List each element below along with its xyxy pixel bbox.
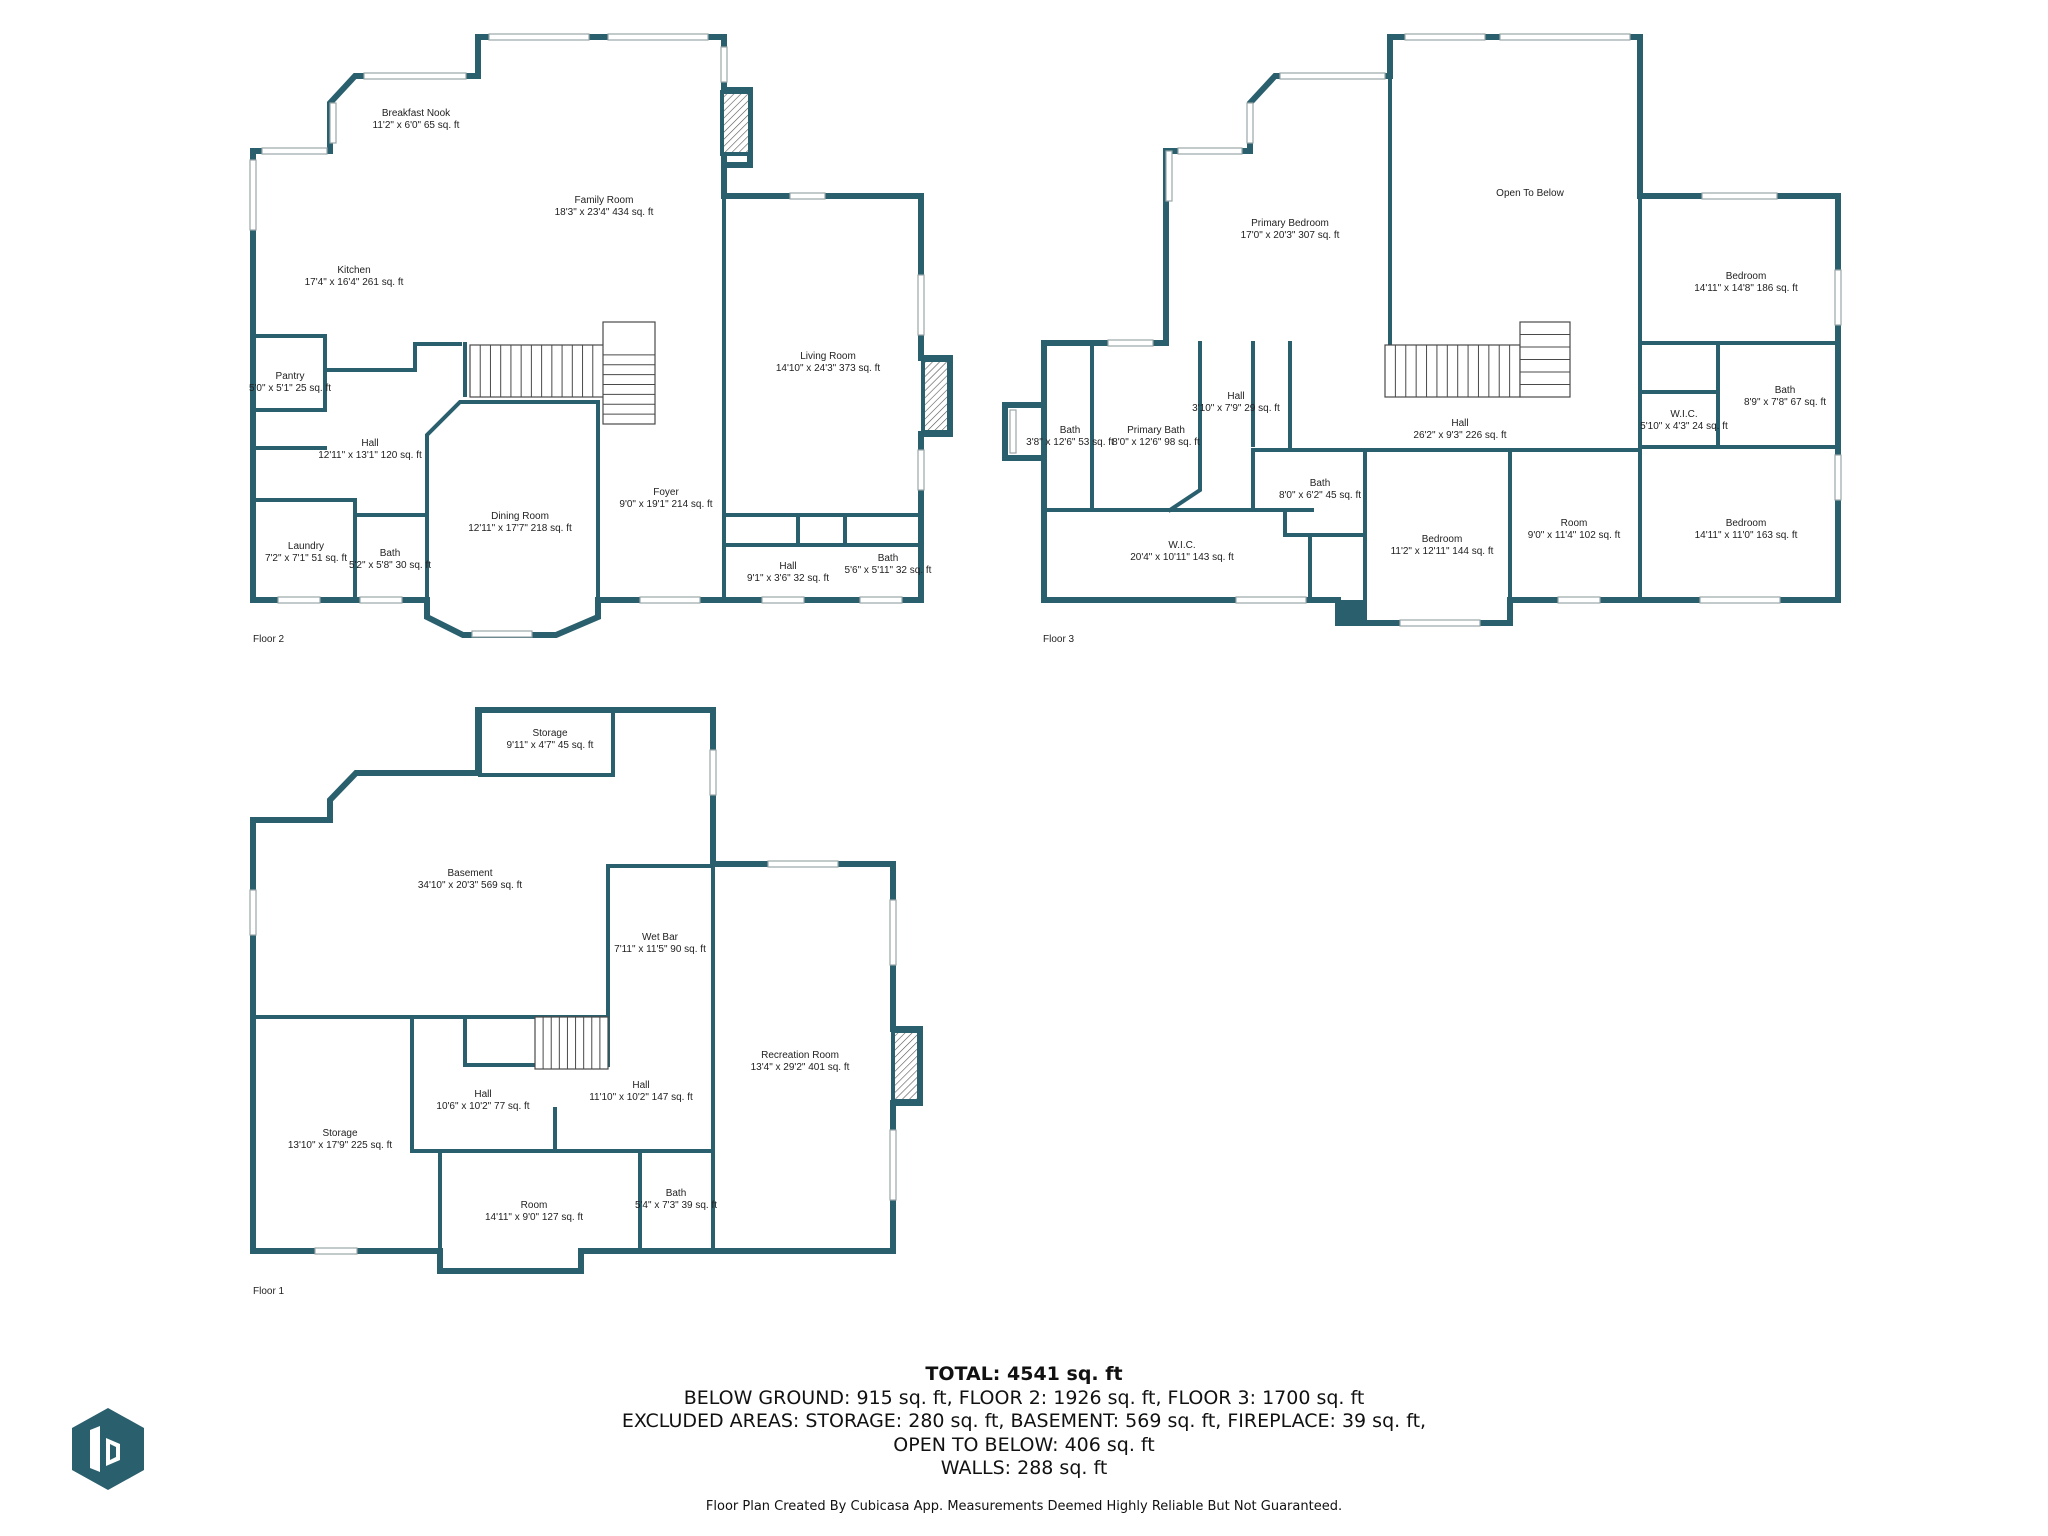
room-name: Open To Below xyxy=(1496,188,1564,199)
room-dimensions: 5'2" x 5'8" 30 sq. ft xyxy=(349,560,431,571)
room-name: Bath xyxy=(1775,385,1796,396)
room-dimensions: 3'10" x 7'9" 29 sq. ft xyxy=(1192,403,1280,414)
floor-3-stairs xyxy=(1384,321,1571,398)
room-dimensions: 17'4" x 16'4" 261 sq. ft xyxy=(305,277,404,288)
area-summary: TOTAL: 4541 sq. ft BELOW GROUND: 915 sq.… xyxy=(0,1363,2048,1481)
room-name: Family Room xyxy=(575,195,634,206)
area-breakdown-line-4: WALLS: 288 sq. ft xyxy=(940,1457,1108,1479)
area-breakdown-line-2: EXCLUDED AREAS: STORAGE: 280 sq. ft, BAS… xyxy=(621,1410,1427,1432)
area-breakdown-line-1: BELOW GROUND: 915 sq. ft, FLOOR 2: 1926 … xyxy=(683,1386,1365,1409)
room-dimensions: 14'11" x 11'0" 163 sq. ft xyxy=(1695,530,1798,541)
room-name: Storage xyxy=(532,728,567,739)
disclaimer: Floor Plan Created By Cubicasa App. Meas… xyxy=(705,1499,1343,1514)
cubicasa-logo-icon xyxy=(72,1408,144,1490)
room-name: Bedroom xyxy=(1726,518,1767,529)
room-name: Hall xyxy=(1451,418,1468,429)
room-dimensions: 5'10" x 4'3" 24 sq. ft xyxy=(1640,421,1728,432)
floor-2-label: Floor 2 xyxy=(253,634,285,645)
room-dimensions: 13'10" x 17'9" 225 sq. ft xyxy=(288,1140,393,1151)
room-name: Hall xyxy=(1227,391,1244,402)
room-dimensions: 7'11" x 11'5" 90 sq. ft xyxy=(614,944,706,955)
room-name: Breakfast Nook xyxy=(382,108,451,119)
room-name: Wet Bar xyxy=(642,932,679,943)
room-dimensions: 11'10" x 10'2" 147 sq. ft xyxy=(589,1092,693,1103)
room-name: Living Room xyxy=(800,351,856,362)
room-dimensions: 14'11" x 14'8" 186 sq. ft xyxy=(1694,283,1798,294)
room-name: Bedroom xyxy=(1422,534,1463,545)
room-name: Recreation Room xyxy=(761,1050,839,1061)
room-name: Laundry xyxy=(288,541,324,552)
room-name: Dining Room xyxy=(491,511,549,522)
room-dimensions: 5'6" x 5'11" 32 sq. ft xyxy=(845,565,932,576)
room-name: Hall xyxy=(361,438,378,449)
room-dimensions: 9'1" x 3'6" 32 sq. ft xyxy=(747,573,829,584)
room-dimensions: 8'0" x 12'6" 98 sq. ft xyxy=(1112,437,1200,448)
room-dimensions: 8'0" x 6'2" 45 sq. ft xyxy=(1279,490,1361,501)
room-dimensions: 12'11" x 17'7" 218 sq. ft xyxy=(468,523,572,534)
room-name: Hall xyxy=(632,1080,649,1091)
room-dimensions: 11'2" x 6'0" 65 sq. ft xyxy=(373,120,460,131)
room-dimensions: 12'11" x 13'1" 120 sq. ft xyxy=(318,450,422,461)
room-name: Primary Bath xyxy=(1127,425,1185,436)
room-name: Pantry xyxy=(276,371,305,382)
room-dimensions: 5'0" x 5'1" 25 sq. ft xyxy=(249,383,331,394)
room-dimensions: 7'2" x 7'1" 51 sq. ft xyxy=(265,553,347,564)
room-name: Primary Bedroom xyxy=(1251,218,1329,229)
room-dimensions: 8'9" x 7'8" 67 sq. ft xyxy=(1744,397,1826,408)
room-name: Foyer xyxy=(653,487,679,498)
room-name: Bath xyxy=(878,553,899,564)
room-name: Bath xyxy=(666,1188,687,1199)
room-dimensions: 18'3" x 23'4" 434 sq. ft xyxy=(555,207,654,218)
room-dimensions: 9'0" x 11'4" 102 sq. ft xyxy=(1528,530,1621,541)
room-dimensions: 14'10" x 24'3" 373 sq. ft xyxy=(776,363,881,374)
room-dimensions: 9'0" x 19'1" 214 sq. ft xyxy=(619,499,712,510)
room-dimensions: 20'4" x 10'11" 143 sq. ft xyxy=(1130,552,1234,563)
room-name: Room xyxy=(1561,518,1588,529)
room-dimensions: 17'0" x 20'3" 307 sq. ft xyxy=(1241,230,1340,241)
room-name: Kitchen xyxy=(337,265,370,276)
room-name: Bath xyxy=(380,548,401,559)
room-dimensions: 5'4" x 7'3" 39 sq. ft xyxy=(635,1200,717,1211)
room-dimensions: 14'11" x 9'0" 127 sq. ft xyxy=(485,1212,583,1223)
room-dimensions: 13'4" x 29'2" 401 sq. ft xyxy=(751,1062,850,1073)
room-name: Room xyxy=(521,1200,548,1211)
room-dimensions: 26'2" x 9'3" 226 sq. ft xyxy=(1413,430,1506,441)
room-name: Bath xyxy=(1060,425,1081,436)
area-breakdown-line-3: OPEN TO BELOW: 406 sq. ft xyxy=(893,1433,1155,1456)
room-name: Basement xyxy=(447,868,492,879)
floor-3-label: Floor 3 xyxy=(1043,634,1075,645)
total-area: TOTAL: 4541 sq. ft xyxy=(925,1363,1123,1385)
room-dimensions: 10'6" x 10'2" 77 sq. ft xyxy=(436,1101,529,1112)
room-name: Bedroom xyxy=(1726,271,1767,282)
room-name: Hall xyxy=(779,561,796,572)
floor-1-stairs xyxy=(534,1016,609,1070)
room-dimensions: 9'11" x 4'7" 45 sq. ft xyxy=(507,740,594,751)
room-name: Hall xyxy=(474,1089,491,1100)
floor-1-label: Floor 1 xyxy=(253,1286,285,1297)
room-name: W.I.C. xyxy=(1168,540,1195,551)
room-dimensions: 34'10" x 20'3" 569 sq. ft xyxy=(418,880,523,891)
room-dimensions: 3'8" x 12'6" 53 sq. ft xyxy=(1026,437,1114,448)
room-dimensions: 11'2" x 12'11" 144 sq. ft xyxy=(1391,546,1494,557)
room-name: W.I.C. xyxy=(1670,409,1697,420)
room-name: Storage xyxy=(322,1128,357,1139)
room-name: Bath xyxy=(1310,478,1331,489)
floor-2-stairs xyxy=(469,321,656,425)
